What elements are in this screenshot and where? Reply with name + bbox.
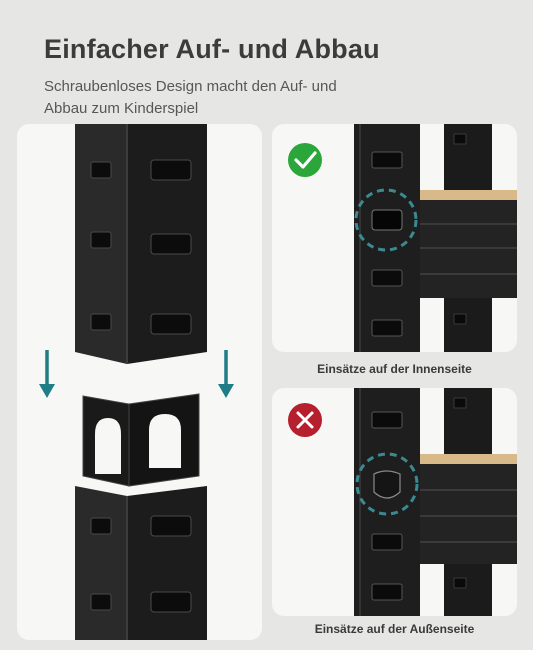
check-icon bbox=[288, 143, 322, 177]
wrong-insert-panel bbox=[272, 388, 517, 616]
correct-insert-caption: Einsätze auf der Innenseite bbox=[317, 362, 472, 376]
correct-insert-illustration bbox=[288, 124, 517, 352]
left-arrow-down-icon bbox=[39, 350, 55, 398]
subtitle-line-2: Abbau zum Kinderspiel bbox=[44, 100, 199, 117]
page-subtitle: Schraubenloses Design macht den Auf- und… bbox=[44, 76, 404, 120]
subtitle-line-1: Schraubenloses Design macht den Auf- und bbox=[44, 78, 337, 95]
assembly-illustration bbox=[39, 124, 234, 640]
wrong-insert-caption: Einsätze auf der Außenseite bbox=[314, 622, 475, 636]
right-arrow-down-icon bbox=[218, 350, 234, 398]
lower-post bbox=[75, 486, 207, 640]
upper-post bbox=[75, 124, 207, 364]
shelf-board bbox=[420, 190, 517, 200]
assembly-illustration-panel bbox=[17, 124, 262, 640]
cross-icon bbox=[288, 403, 322, 437]
highlight-circle bbox=[354, 188, 418, 252]
connector-insert bbox=[82, 393, 200, 487]
wrong-insert-illustration bbox=[288, 388, 517, 616]
highlight-circle bbox=[355, 452, 419, 516]
page-title: Einfacher Auf- und Abbau bbox=[44, 34, 380, 64]
shelf-board bbox=[420, 454, 517, 464]
correct-insert-panel bbox=[272, 124, 517, 352]
